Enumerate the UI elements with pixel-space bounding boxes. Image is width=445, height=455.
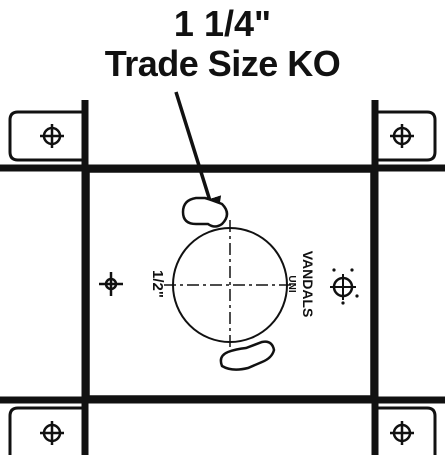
ground-screw-icon — [330, 268, 359, 305]
right-stamp-large-text: VANDALS — [300, 251, 316, 318]
left-stamp-text: 1/2" — [149, 270, 166, 298]
knockout-callout: 1 1/4" Trade Size KO — [0, 4, 445, 84]
mounting-ear-top-right — [378, 110, 437, 162]
screw-hole-icon — [40, 124, 64, 148]
screw-hole-icon — [40, 421, 64, 445]
knockout-size-label: 1 1/4" — [173, 3, 272, 44]
knockout-circle — [164, 220, 296, 350]
mounting-ear-bottom-right — [378, 406, 437, 455]
screw-hole-icon — [390, 124, 414, 148]
lower-keyhole-slot — [219, 340, 276, 371]
right-stamp-small-text: UNI — [286, 275, 297, 292]
knockout-type-label: Trade Size KO — [104, 43, 341, 84]
mounting-ear-bottom-left — [8, 406, 82, 455]
screw-hole-icon — [390, 421, 414, 445]
mounting-ear-top-left — [8, 110, 82, 162]
upper-keyhole-slot — [181, 196, 229, 228]
left-screw-mark-icon — [99, 272, 123, 296]
